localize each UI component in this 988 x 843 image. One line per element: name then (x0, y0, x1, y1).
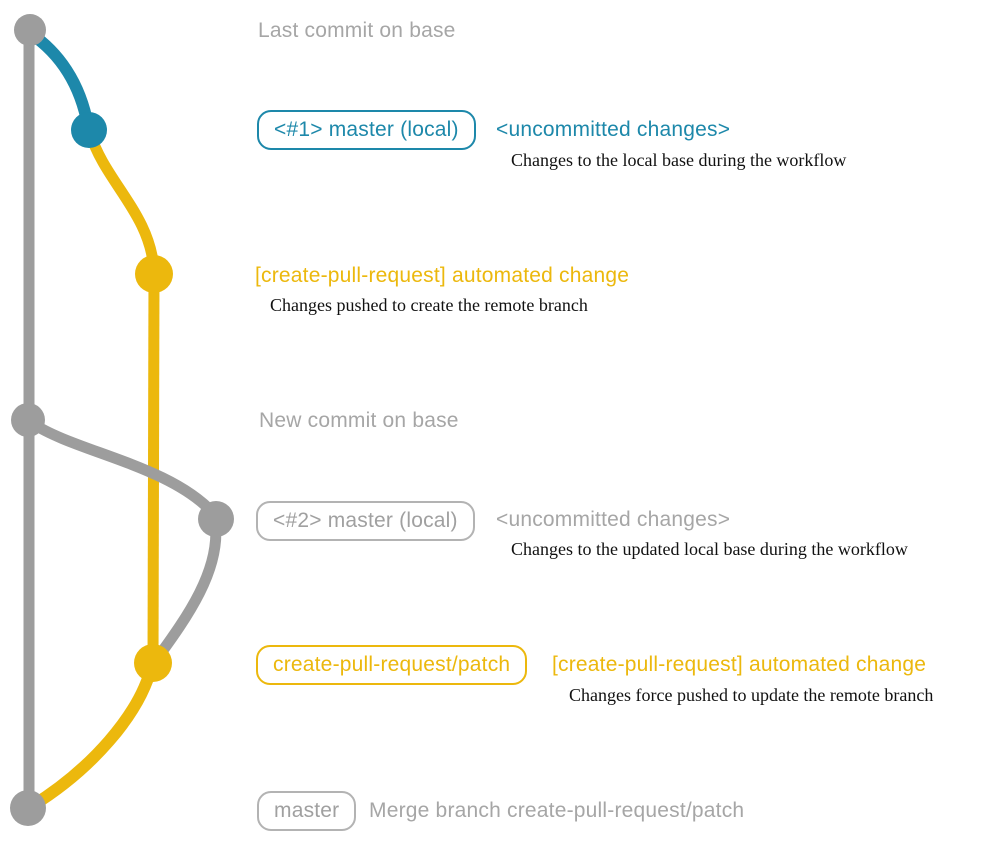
badge-master: master (257, 791, 357, 831)
label-uncommitted-changes-2: <uncommitted changes> (496, 508, 731, 531)
desc-automated-change-2: Changes force pushed to update the remot… (569, 685, 934, 705)
remote-branch-curve-1 (84, 131, 160, 271)
badge-master-local-2: <#2> master (local) (256, 501, 475, 541)
desc-uncommitted-changes-2: Changes to the updated local base during… (511, 539, 908, 559)
commit-node-local-1 (71, 112, 107, 148)
label-automated-change-2: [create-pull-request] automated change (552, 653, 927, 676)
commit-node-last-base (14, 14, 46, 46)
desc-automated-change-1: Changes pushed to create the remote bran… (270, 295, 588, 315)
label-last-commit-on-base: Last commit on base (258, 19, 456, 42)
label-automated-change-1: [create-pull-request] automated change (255, 264, 630, 287)
commit-node-local-2 (198, 501, 234, 537)
badge-create-pull-request-patch: create-pull-request/patch (256, 645, 528, 685)
merge-curve (28, 663, 158, 812)
updated-local-to-patch-curve (151, 520, 222, 664)
updated-local-branch-curve (28, 418, 219, 518)
commit-node-patch-1 (135, 255, 173, 293)
badge-master-local-1: <#1> master (local) (257, 110, 476, 150)
commit-node-patch-2 (134, 644, 172, 682)
commit-node-new-base (11, 403, 45, 437)
local-branch-curve (26, 28, 94, 128)
desc-uncommitted-changes-1: Changes to the local base during the wor… (511, 150, 847, 170)
remote-branch-line (147, 271, 160, 664)
label-new-commit-on-base: New commit on base (259, 409, 459, 432)
commit-node-merge (10, 790, 46, 826)
label-merge-branch: Merge branch create-pull-request/patch (369, 799, 745, 822)
label-uncommitted-changes-1: <uncommitted changes> (496, 118, 731, 141)
